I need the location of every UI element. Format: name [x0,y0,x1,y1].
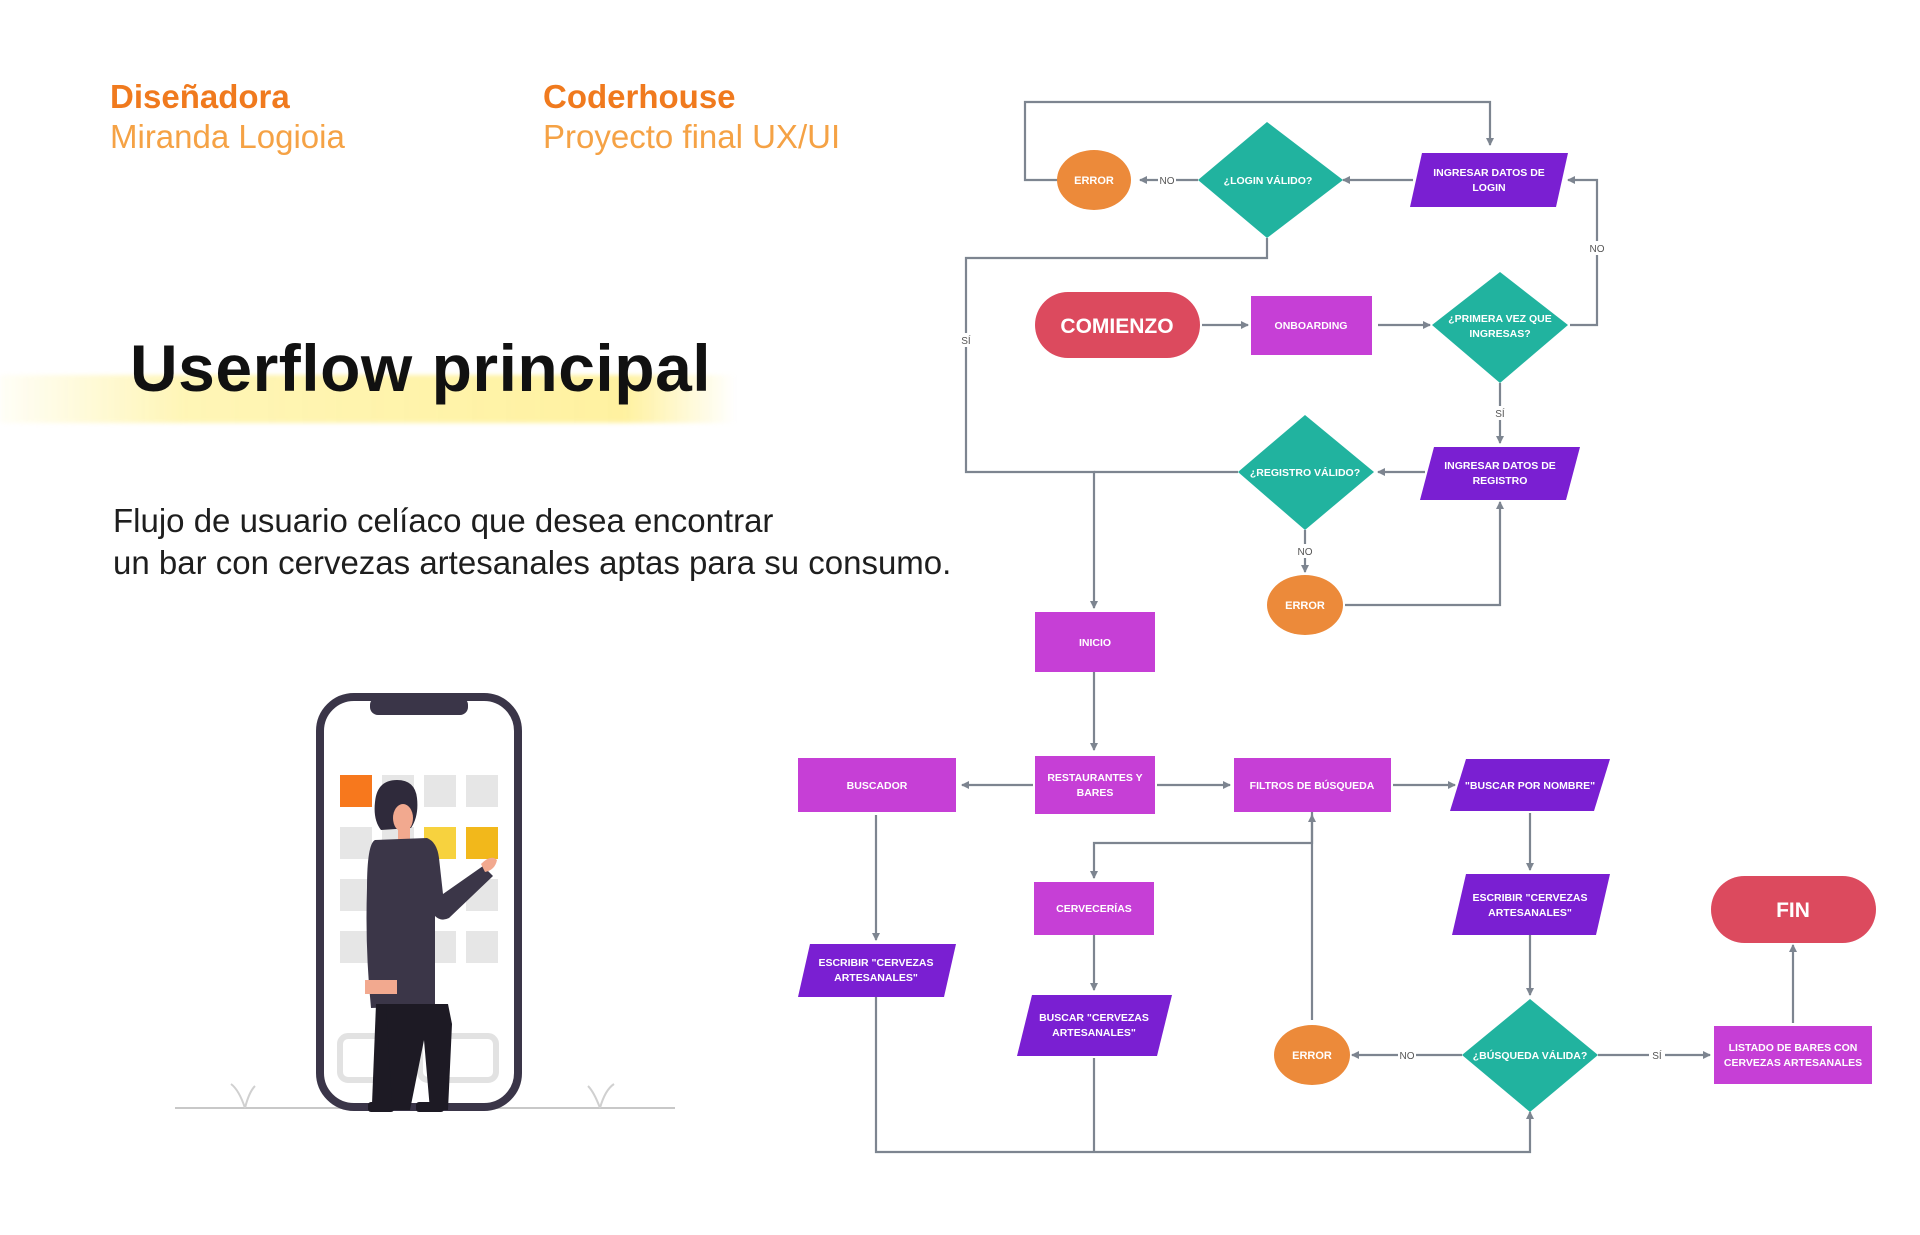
title-highlight [0,375,735,423]
node-cervecerias-label: CERVECERÍAS [1056,902,1132,915]
node-escribir-buscador [798,944,956,997]
node-ingresar-login [1410,153,1568,207]
node-buscar-nombre-label: "BUSCAR POR NOMBRE" [1465,780,1595,792]
node-restaurantes-l1: RESTAURANTES Y [1047,772,1142,784]
node-error-registro-label: ERROR [1285,600,1325,612]
person-figure [365,780,497,1112]
designer-name: Miranda Logioia [110,118,345,155]
node-error-login-label: ERROR [1074,175,1114,187]
edge-bottom-return [874,997,1534,1154]
node-error-registro [1267,575,1343,635]
node-comienzo-label: COMIENZO [1060,315,1173,338]
edge-label-si-primera: SÍ [1495,407,1505,420]
node-ingresar-registro [1420,447,1580,500]
description-line-2: un bar con cervezas artesanales aptas pa… [113,544,952,581]
node-busqueda-valida-label: ¿BÚSQUEDA VÁLIDA? [1473,1049,1588,1062]
node-filtros-label: FILTROS DE BÚSQUEDA [1250,779,1375,792]
edge-login-si [964,238,1269,609]
plant-icon [587,1083,615,1109]
node-filtros [1234,758,1391,812]
node-restaurantes [1035,756,1155,814]
node-escribir-nombre-l1: ESCRIBIR "CERVEZAS [1472,892,1587,904]
node-primera-vez-l2: INGRESAS? [1469,328,1530,340]
node-escribir-buscador-l1: ESCRIBIR "CERVEZAS [818,957,933,969]
org-label: Coderhouse [543,78,736,115]
node-error-login [1057,150,1131,210]
node-listado-l1: LISTADO DE BARES CON [1729,1042,1858,1054]
node-ingresar-registro-l2: REGISTRO [1473,475,1528,487]
node-escribir-buscador-l2: ARTESANALES" [834,972,918,984]
edge-error-to-register [1345,501,1504,607]
edge-error-to-login [1023,100,1494,182]
node-buscar-cervezas-l1: BUSCAR "CERVEZAS [1039,1012,1149,1024]
connectors [872,100,1797,1154]
node-ingresar-login-l2: LOGIN [1472,182,1505,194]
edge-label-no-registro: NO [1298,547,1313,558]
node-comienzo [1035,292,1200,358]
edge-filtros-cervecerias [1090,812,1314,879]
node-ingresar-registro-l1: INGRESAR DATOS DE [1444,460,1556,472]
description-line-1: Flujo de usuario celíaco que desea encon… [113,502,774,539]
node-listado-l2: CERVEZAS ARTESANALES [1724,1057,1862,1069]
node-escribir-nombre-l2: ARTESANALES" [1488,907,1572,919]
person-using-phone-illustration [175,693,675,1112]
node-primera-vez [1432,272,1568,383]
edge-label-no-primera: NO [1590,244,1605,255]
node-registro-valido [1238,415,1374,530]
edge-label-si-login: SÍ [961,334,971,347]
node-buscador [798,758,956,812]
node-login-valido [1198,122,1343,238]
node-cervecerias [1034,882,1154,935]
node-onboarding-label: ONBOARDING [1275,320,1348,332]
edge-label-si-busqueda: SÍ [1652,1049,1662,1062]
node-login-valido-label: ¿LOGIN VÁLIDO? [1224,174,1313,187]
node-onboarding [1251,296,1372,355]
node-buscar-nombre [1450,759,1610,811]
node-inicio-label: INICIO [1079,637,1111,649]
node-escribir-nombre [1452,874,1610,935]
org-project: Proyecto final UX/UI [543,118,841,155]
node-error-busqueda-label: ERROR [1292,1050,1332,1062]
edge-label-no-busqueda: NO [1400,1051,1415,1062]
node-buscador-label: BUSCADOR [847,780,908,792]
node-error-busqueda [1274,1025,1350,1085]
node-restaurantes-l2: BARES [1077,787,1114,799]
plant-icon [230,1083,256,1109]
node-listado [1714,1026,1872,1084]
designer-label: Diseñadora [110,78,290,115]
node-fin-label: FIN [1776,899,1810,922]
node-primera-vez-l1: ¿PRIMERA VEZ QUE [1448,313,1551,325]
edge-labels: NO SÍ NO SÍ NO NO SÍ [959,173,1665,1062]
node-inicio [1035,612,1155,672]
node-fin [1711,876,1876,943]
edge-label-no-login: NO [1160,176,1175,187]
page-title: Userflow principal [130,331,712,405]
node-registro-valido-label: ¿REGISTRO VÁLIDO? [1250,466,1360,479]
node-buscar-cervezas [1017,995,1172,1056]
phone-notch [370,697,468,715]
node-buscar-cervezas-l2: ARTESANALES" [1052,1027,1136,1039]
node-ingresar-login-l1: INGRESAR DATOS DE [1433,167,1545,179]
node-busqueda-valida [1462,999,1598,1112]
